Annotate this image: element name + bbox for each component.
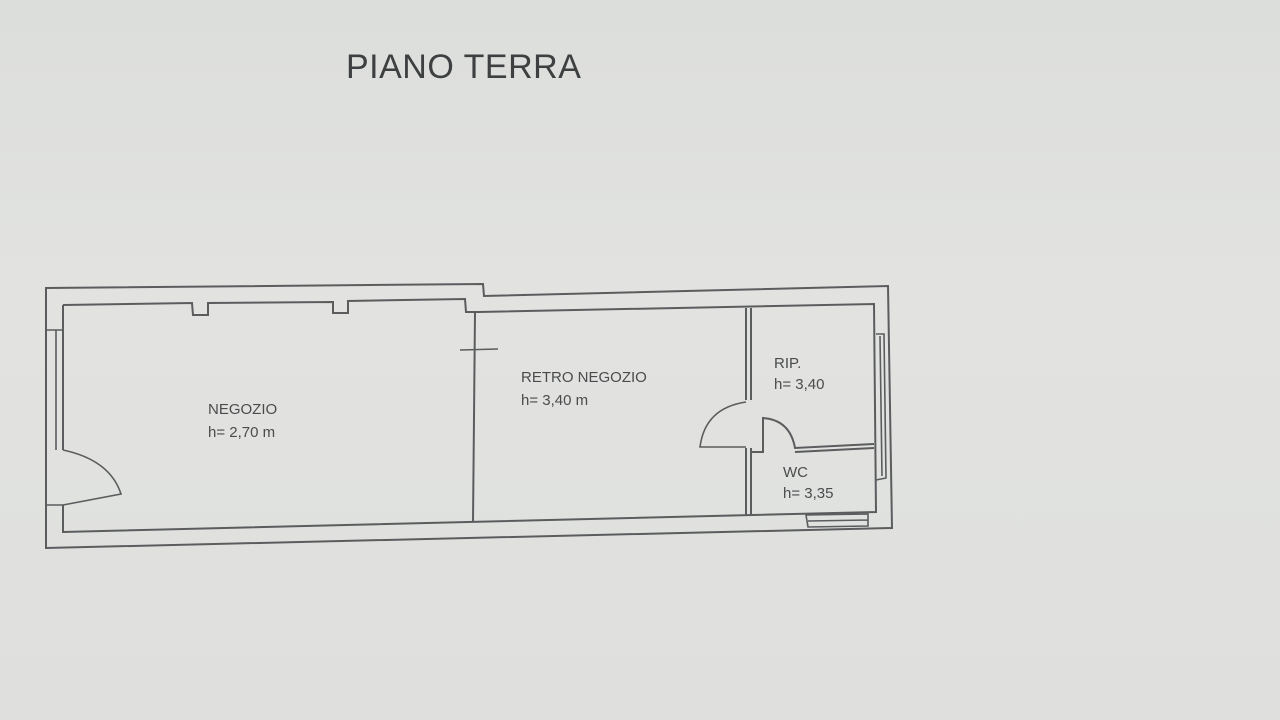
section-mark — [459, 348, 499, 351]
right-window — [875, 333, 887, 481]
inner-top-wall — [62, 302, 878, 534]
negozio-inner-wall — [62, 297, 478, 316]
room-name-negozio: NEGOZIO — [208, 401, 277, 418]
rip-door-icon — [699, 401, 747, 448]
wc-wall — [751, 416, 875, 453]
outer-wall — [45, 282, 894, 550]
room-height-retro: h= 3,40 m — [521, 392, 588, 409]
floor-title: PIANO TERRA — [346, 48, 582, 86]
wc-window — [805, 513, 869, 528]
divider-wall — [472, 311, 476, 523]
room-name-wc: WC — [783, 464, 808, 481]
room-name-retro: RETRO NEGOZIO — [521, 369, 647, 386]
entrance-door-icon — [62, 449, 123, 506]
room-height-wc: h= 3,35 — [783, 485, 833, 502]
rip-wall — [745, 308, 752, 516]
room-height-rip: h= 3,40 — [774, 376, 824, 393]
left-window — [46, 329, 63, 506]
room-height-negozio: h= 2,70 m — [208, 424, 275, 441]
room-name-rip: RIP. — [774, 355, 801, 372]
